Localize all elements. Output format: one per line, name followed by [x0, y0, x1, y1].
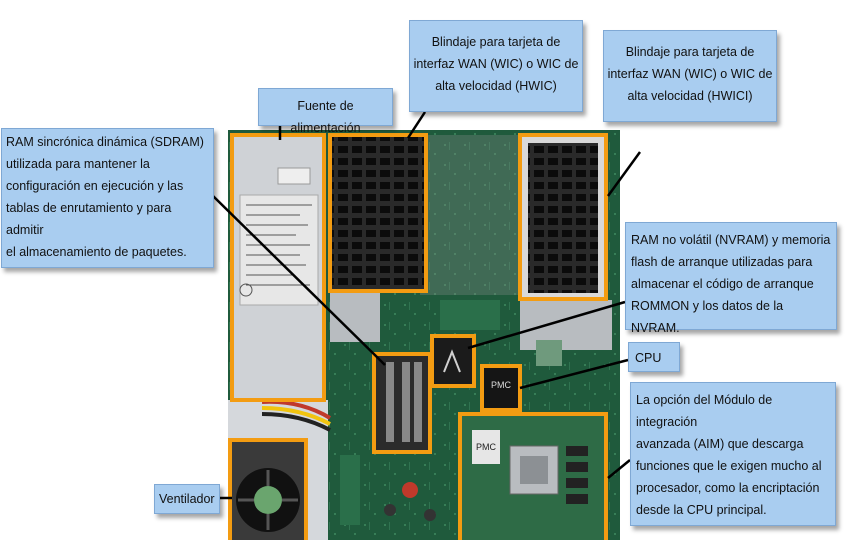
callout-nvram-line: ROMMON y los datos de la NVRAM. [631, 299, 784, 335]
callout-nvram: RAM no volátil (NVRAM) y memoria flash d… [625, 222, 837, 335]
highlight-aim [458, 412, 608, 540]
leader-nvram [467, 300, 626, 350]
callout-sdram-line: configuración en ejecución y las [6, 179, 184, 193]
callout-aim: La opción del Módulo de integración avan… [630, 382, 836, 526]
callout-wic-shield-line: interfaz WAN (WIC) o WIC de [413, 57, 579, 71]
callout-nvram-line: RAM no volátil (NVRAM) y memoria [631, 233, 831, 247]
highlight-fan [228, 438, 308, 540]
callout-hwic-shield: Blindaje para tarjeta de interfaz WAN (W… [603, 30, 777, 122]
callout-wic-shield: Blindaje para tarjeta de interfaz WAN (W… [409, 20, 583, 112]
leader-wic-left [406, 111, 427, 139]
callout-aim-line: procesador, como la encriptación [636, 481, 820, 495]
nvram-chip [434, 338, 472, 384]
highlight-wic-right [518, 133, 608, 301]
callout-power-supply: Fuente de alimentación [258, 88, 393, 135]
cpu-chip-mark: PMC [491, 380, 512, 390]
leader-aim [607, 459, 631, 479]
highlight-wic-left [328, 133, 428, 293]
callout-sdram-line: el almacenamiento de paquetes. [6, 245, 187, 259]
callout-fan-line: Ventilador [159, 492, 215, 506]
leader-wic-right [606, 151, 642, 197]
leader-cpu [519, 358, 629, 390]
wic-shield-right [528, 143, 598, 293]
callout-cpu: CPU [628, 342, 680, 372]
callout-aim-line: La opción del Módulo de integración [636, 393, 773, 429]
aim-chip-mark: PMC [476, 442, 497, 452]
callout-sdram: RAM sincrónica dinámica (SDRAM) utilizad… [1, 128, 214, 268]
callout-hwic-shield-line: Blindaje para tarjeta de [625, 45, 755, 59]
callout-hwic-shield-line: alta velocidad (HWICI) [627, 89, 753, 103]
callout-nvram-line: flash de arranque utilizadas para [631, 255, 813, 269]
callout-aim-line: desde la CPU principal. [636, 503, 767, 517]
callout-aim-line: funciones que le exigen mucho al [636, 459, 822, 473]
callout-aim-line: avanzada (AIM) que descarga [636, 437, 804, 451]
callout-power-supply-line: Fuente de alimentación [290, 99, 361, 135]
callout-sdram-line: RAM sincrónica dinámica (SDRAM) [6, 135, 204, 149]
callout-cpu-line: CPU [635, 351, 662, 365]
callout-wic-shield-line: Blindaje para tarjeta de [431, 35, 561, 49]
highlight-power-supply [230, 133, 326, 402]
callout-sdram-line: utilizada para mantener la [6, 157, 150, 171]
highlight-sdram [372, 352, 432, 454]
callout-hwic-shield-line: interfaz WAN (WIC) o WIC de [607, 67, 773, 81]
callout-sdram-line: tablas de enrutamiento y para admitir [6, 201, 172, 237]
callout-nvram-line: almacenar el código de arranque [631, 277, 814, 291]
highlight-nvram [430, 334, 476, 388]
wic-shield-left [332, 137, 424, 289]
cpu-chip [484, 368, 518, 408]
callout-wic-shield-line: alta velocidad (HWIC) [435, 79, 557, 93]
leader-sdram [211, 194, 386, 366]
callout-fan: Ventilador [154, 484, 220, 514]
